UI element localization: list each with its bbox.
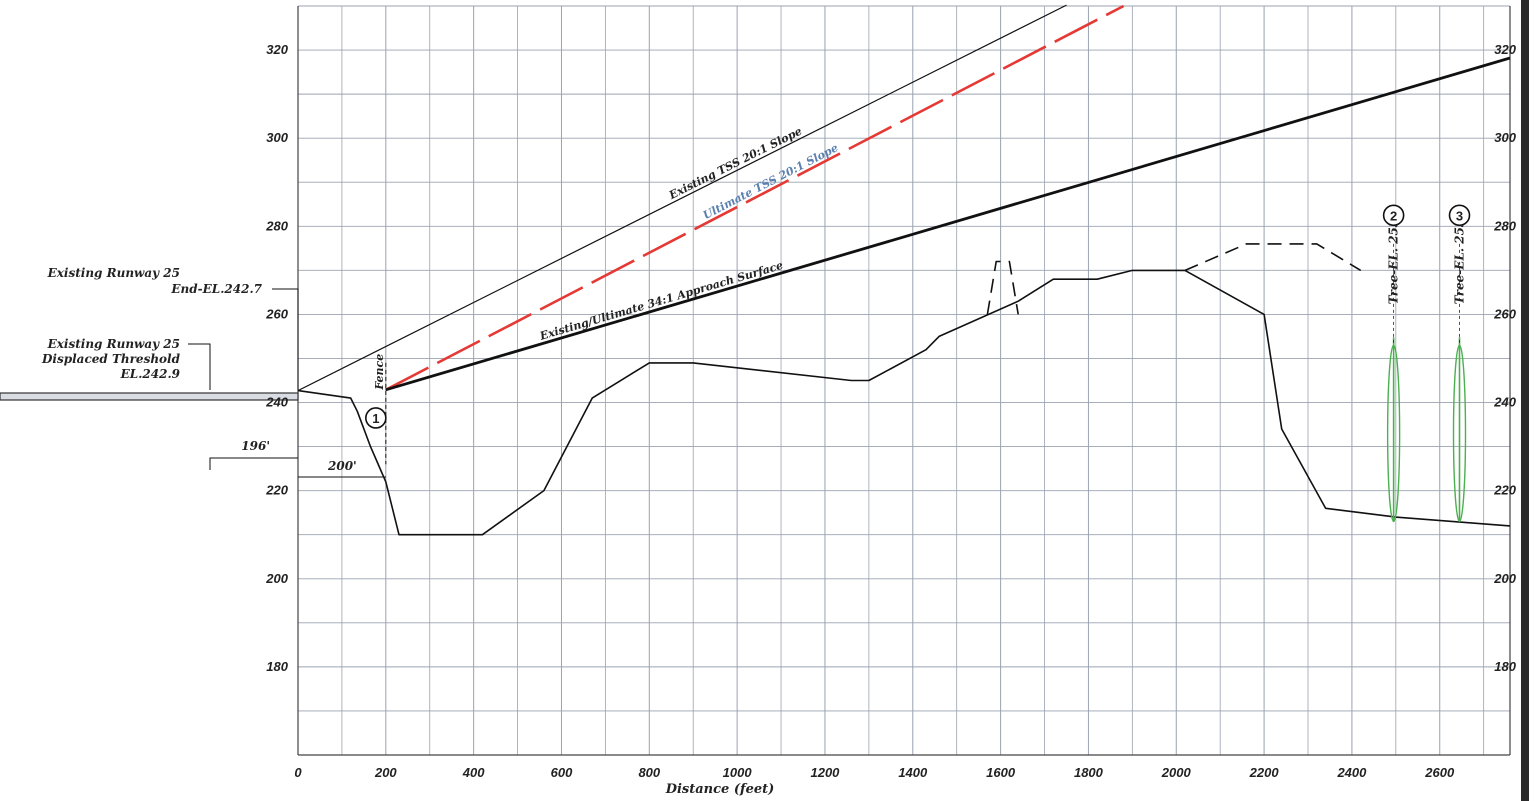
series-ground — [297, 269, 1511, 536]
right-border-bar — [1521, 0, 1529, 801]
threshold-line-1: Existing Runway 25 — [47, 337, 180, 351]
threshold-leader — [188, 343, 211, 390]
x-tick-label: 1400 — [898, 765, 928, 780]
fence-marker-number: 1 — [372, 411, 379, 426]
runway-annotations: Existing Runway 25 End-EL.242.7 Existing… — [41, 266, 386, 478]
dimension-200-label: 200' — [327, 459, 357, 473]
x-tick-label: 1200 — [810, 765, 840, 780]
x-tick-label: 800 — [638, 765, 660, 780]
y-tick-label-left: 240 — [265, 395, 288, 410]
x-tick-label: 400 — [462, 765, 485, 780]
x-tick-label: 2000 — [1161, 765, 1192, 780]
series-tree-bump — [986, 260, 1019, 315]
runway-end-line-1: Existing Runway 25 — [47, 266, 180, 280]
runway-end-line-2: End-EL.242.7 — [170, 282, 262, 296]
y-tick-label-right: 220 — [1493, 483, 1516, 498]
x-tick-label: 600 — [551, 765, 573, 780]
y-tick-label-right: 320 — [1494, 42, 1516, 57]
series — [297, 4, 1511, 536]
x-tick-label: 200 — [374, 765, 397, 780]
x-tick-label: 2200 — [1249, 765, 1280, 780]
y-tick-label-right: 260 — [1493, 306, 1516, 321]
fence: Fence 1 — [365, 354, 387, 465]
tree3-marker-number: 3 — [1456, 208, 1463, 223]
x-tick-label: 0 — [294, 765, 302, 780]
runway-pavement — [0, 392, 299, 401]
x-axis-title: Distance (feet) — [665, 782, 775, 797]
series-approach — [385, 56, 1511, 392]
y-tick-label-left: 220 — [265, 483, 288, 498]
y-tick-label-right: 200 — [1493, 571, 1516, 586]
tree2-elevation-label: Tree-EL. 253 — [1387, 219, 1401, 305]
y-tick-label-left: 300 — [266, 130, 288, 145]
x-tick-label: 1800 — [1074, 765, 1104, 780]
y-tick-label-left: 280 — [265, 218, 288, 233]
x-tick-label: 2600 — [1424, 765, 1455, 780]
x-tick-label: 2400 — [1336, 765, 1367, 780]
existing-tss-label: Existing TSS 20:1 Slope — [666, 124, 804, 202]
x-tick-label: 1000 — [723, 765, 753, 780]
y-tick-label-right: 180 — [1494, 659, 1516, 674]
fence-marker-circle — [365, 407, 387, 429]
fence-label: Fence — [373, 354, 386, 391]
tree2-marker-number: 2 — [1390, 208, 1397, 223]
y-tick-label-left: 180 — [266, 659, 288, 674]
x-tick-label: 1600 — [986, 765, 1016, 780]
series-ground-alt — [1184, 243, 1362, 272]
runway-end-leader — [272, 288, 299, 390]
y-tick-label-right: 280 — [1493, 218, 1516, 233]
surface-labels: Existing TSS 20:1 Slope Ultimate TSS 20:… — [537, 124, 840, 343]
tree2-marker-circle — [1382, 204, 1405, 227]
dimension-196-label: 196' — [241, 439, 270, 453]
runway — [0, 392, 299, 401]
y-tick-label-left: 320 — [266, 42, 288, 57]
series-tss-ultimate — [385, 4, 1125, 391]
threshold-line-3: EL.242.9 — [120, 367, 181, 381]
y-tick-label-left: 200 — [265, 571, 288, 586]
grid — [297, 0, 1529, 801]
series-tss-existing — [297, 4, 1067, 392]
y-tick-label-left: 260 — [265, 306, 288, 321]
tree3-elevation-label: Tree-EL. 253 — [1453, 219, 1467, 305]
approach-surface-label: Existing/Ultimate 34:1 Approach Surface — [537, 259, 784, 343]
threshold-line-2: Displaced Threshold — [41, 352, 181, 366]
dimension-196-line — [209, 457, 298, 470]
y-tick-label-right: 240 — [1493, 395, 1516, 410]
tree3-marker-circle — [1448, 204, 1471, 227]
y-tick-label-right: 300 — [1494, 130, 1516, 145]
